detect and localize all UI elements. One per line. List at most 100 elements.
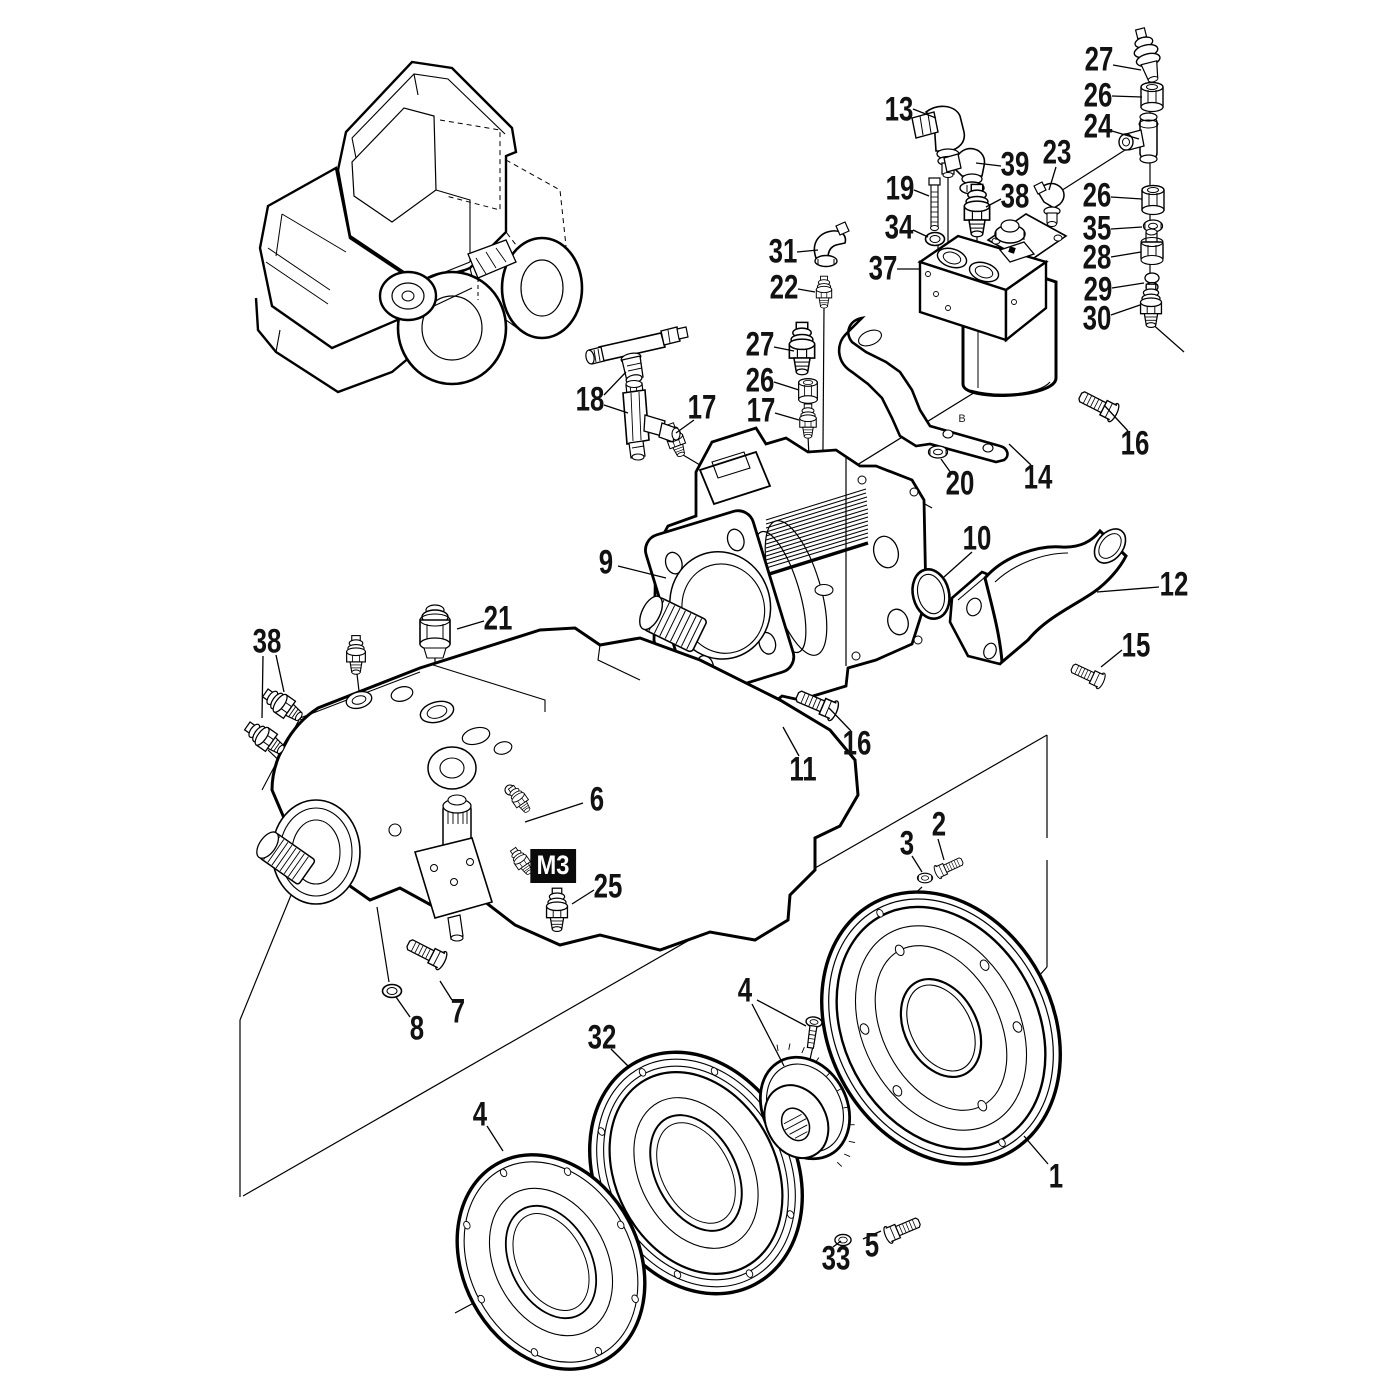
fitting-28 xyxy=(1140,228,1164,266)
diagram-line xyxy=(1052,142,1137,197)
callout-4: 4 xyxy=(737,971,753,1010)
fitting-38-filter xyxy=(963,183,991,238)
callout-32: 32 xyxy=(587,1018,617,1057)
washer-8 xyxy=(381,983,403,999)
diagram-line xyxy=(617,565,667,579)
diagram-line xyxy=(913,189,930,197)
callout-5: 5 xyxy=(864,1226,880,1265)
callout-38: 38 xyxy=(252,622,282,661)
fitting-chain-right xyxy=(1118,27,1165,329)
coupling-26-mid xyxy=(798,378,818,404)
diagram-line xyxy=(610,1048,629,1067)
diagram-line xyxy=(1111,95,1143,98)
callout-22: 22 xyxy=(769,268,799,307)
nut-3 xyxy=(916,872,934,884)
bolt-15 xyxy=(1067,659,1108,691)
diagram-line xyxy=(774,412,800,421)
bracket-letter-mark: B xyxy=(958,413,966,425)
callout-11: 11 xyxy=(789,750,817,789)
callout-17: 17 xyxy=(746,391,776,430)
callout-39: 39 xyxy=(1000,145,1030,184)
callout-29: 29 xyxy=(1083,270,1113,309)
callout-10: 10 xyxy=(962,519,992,558)
bolt-5 xyxy=(881,1213,924,1246)
callout-35: 35 xyxy=(1082,209,1112,248)
diagram-line xyxy=(1111,130,1140,140)
diagram-line xyxy=(782,726,800,757)
callout-7: 7 xyxy=(450,992,466,1031)
diagram-line xyxy=(1048,166,1057,191)
diagram-line xyxy=(1112,64,1142,71)
elbow-fitting-23 xyxy=(1033,181,1065,227)
diagram-line xyxy=(261,655,264,719)
callout-24: 24 xyxy=(1083,107,1113,146)
fitting-top-pump-6 xyxy=(346,635,366,675)
fitting-17-a xyxy=(799,403,817,439)
nut-20 xyxy=(927,445,949,459)
fitting-22 xyxy=(815,275,833,309)
diagram-line xyxy=(603,371,627,396)
diagram-line xyxy=(756,999,807,1027)
diagram-line xyxy=(439,980,453,1001)
tee-fitting-24 xyxy=(1118,112,1159,164)
callout-18: 18 xyxy=(575,380,605,419)
callout-16: 16 xyxy=(1120,424,1150,463)
callout-26: 26 xyxy=(745,361,775,400)
diagram-line xyxy=(751,1003,785,1067)
diagram-line xyxy=(675,419,695,434)
diagram-line xyxy=(975,162,1002,167)
coupling-26-a xyxy=(1140,81,1164,113)
callout-20: 20 xyxy=(945,464,975,503)
diagram-line xyxy=(1096,586,1160,593)
diagram-line xyxy=(832,1240,842,1248)
diagram-line xyxy=(1110,304,1141,316)
callout-27: 27 xyxy=(1084,40,1114,79)
diagram-line xyxy=(912,229,929,238)
bolt-2 xyxy=(932,853,966,881)
diagram-line xyxy=(571,889,595,905)
callout-30: 30 xyxy=(1082,299,1112,338)
diagram-line xyxy=(1110,196,1143,200)
diagram-line xyxy=(796,249,819,253)
pump-6-valve xyxy=(413,794,494,942)
callout-8: 8 xyxy=(409,1009,425,1048)
washer-34 xyxy=(924,231,946,247)
diagram-line xyxy=(1110,251,1142,258)
plug-21 xyxy=(419,604,451,659)
diagram-line xyxy=(985,198,1002,208)
diagram-line xyxy=(911,855,923,873)
callout-3: 3 xyxy=(899,824,915,863)
diagram-line xyxy=(524,802,584,823)
callout-1: 1 xyxy=(1048,1157,1064,1196)
coupling-hub-4 xyxy=(758,1043,856,1167)
callout-28: 28 xyxy=(1082,238,1112,277)
bolt-7 xyxy=(403,934,450,972)
callout-31: 31 xyxy=(768,232,798,271)
fitting-38-left-a xyxy=(258,683,308,727)
pump-6 xyxy=(256,626,860,952)
diagram-line xyxy=(773,346,795,352)
diagram-line xyxy=(1111,282,1145,289)
elbow-pipe-12 xyxy=(948,528,1128,691)
vehicle-sketch xyxy=(254,60,584,394)
callout-23: 23 xyxy=(1042,133,1072,172)
diagram-line xyxy=(1008,443,1032,466)
fitting-30 xyxy=(1139,283,1163,329)
o-ring-10 xyxy=(911,568,951,620)
pump-9-shaft xyxy=(639,595,707,653)
diagram-line xyxy=(1149,321,1185,353)
diagram-line xyxy=(828,707,852,732)
callout-15: 15 xyxy=(1121,626,1151,665)
diagram-line xyxy=(940,458,952,474)
m3-port-badge: M3 xyxy=(530,849,576,883)
leader-lines xyxy=(261,64,1160,1248)
diagram-line xyxy=(1103,404,1129,432)
tee-fitting-18-upper xyxy=(585,326,689,384)
diagram-line xyxy=(912,108,937,119)
tee-fitting-18-lower xyxy=(622,379,681,461)
callout-26: 26 xyxy=(1082,176,1112,215)
diagram-line xyxy=(943,551,973,578)
bolt-16-filter xyxy=(1075,386,1122,424)
elbow-fitting-31 xyxy=(813,221,850,268)
